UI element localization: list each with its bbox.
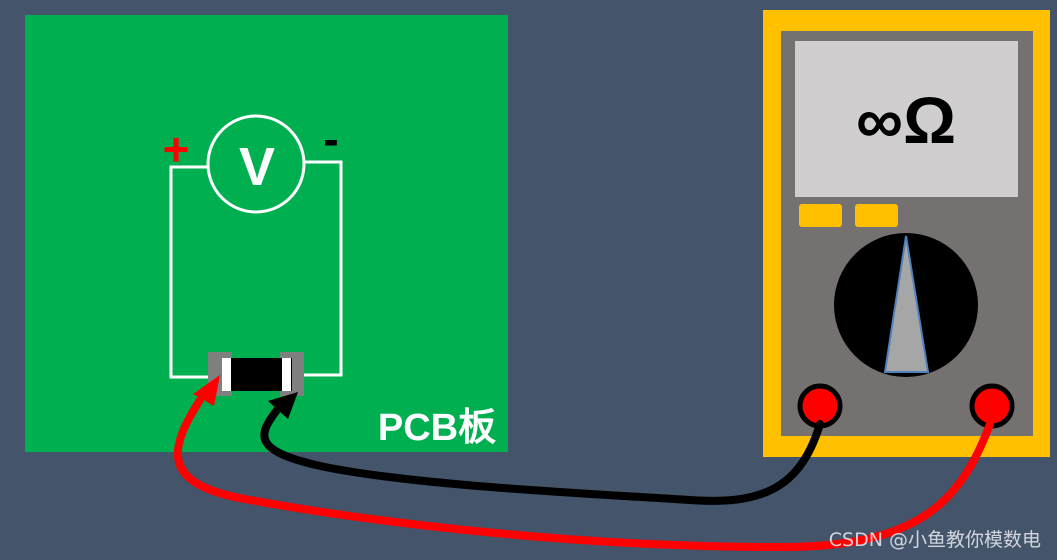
- black-probe-lead: [260, 392, 824, 505]
- probe-jack-icon[interactable]: [969, 383, 1015, 429]
- probe-jack-icon[interactable]: [797, 383, 843, 429]
- multimeter: ∞Ω: [763, 10, 1050, 457]
- voltmeter-circle: [206, 114, 306, 214]
- component-body: [222, 358, 292, 391]
- voltmeter-symbol: V + -: [163, 113, 339, 214]
- component-terminal-right: [282, 358, 291, 391]
- multimeter-display: [795, 41, 1018, 197]
- pcb-label: PCB板: [378, 407, 496, 449]
- voltmeter-minus: -: [323, 113, 338, 165]
- voltmeter-plus: +: [163, 123, 190, 175]
- function-button-1[interactable]: [799, 204, 842, 227]
- dial-knob-icon[interactable]: [834, 233, 978, 377]
- red-probe-tip: [193, 375, 220, 406]
- component-terminal-left: [222, 358, 231, 391]
- smd-component: [208, 352, 304, 396]
- voltmeter-letter: V: [239, 137, 275, 197]
- black-probe-tip: [268, 392, 298, 419]
- red-probe-lead: [173, 375, 994, 552]
- multimeter-reading: ∞Ω: [856, 83, 956, 157]
- watermark: CSDN @小鱼教你模数电: [828, 529, 1041, 551]
- circuit-wires: [169, 160, 343, 379]
- function-button-2[interactable]: [855, 204, 898, 227]
